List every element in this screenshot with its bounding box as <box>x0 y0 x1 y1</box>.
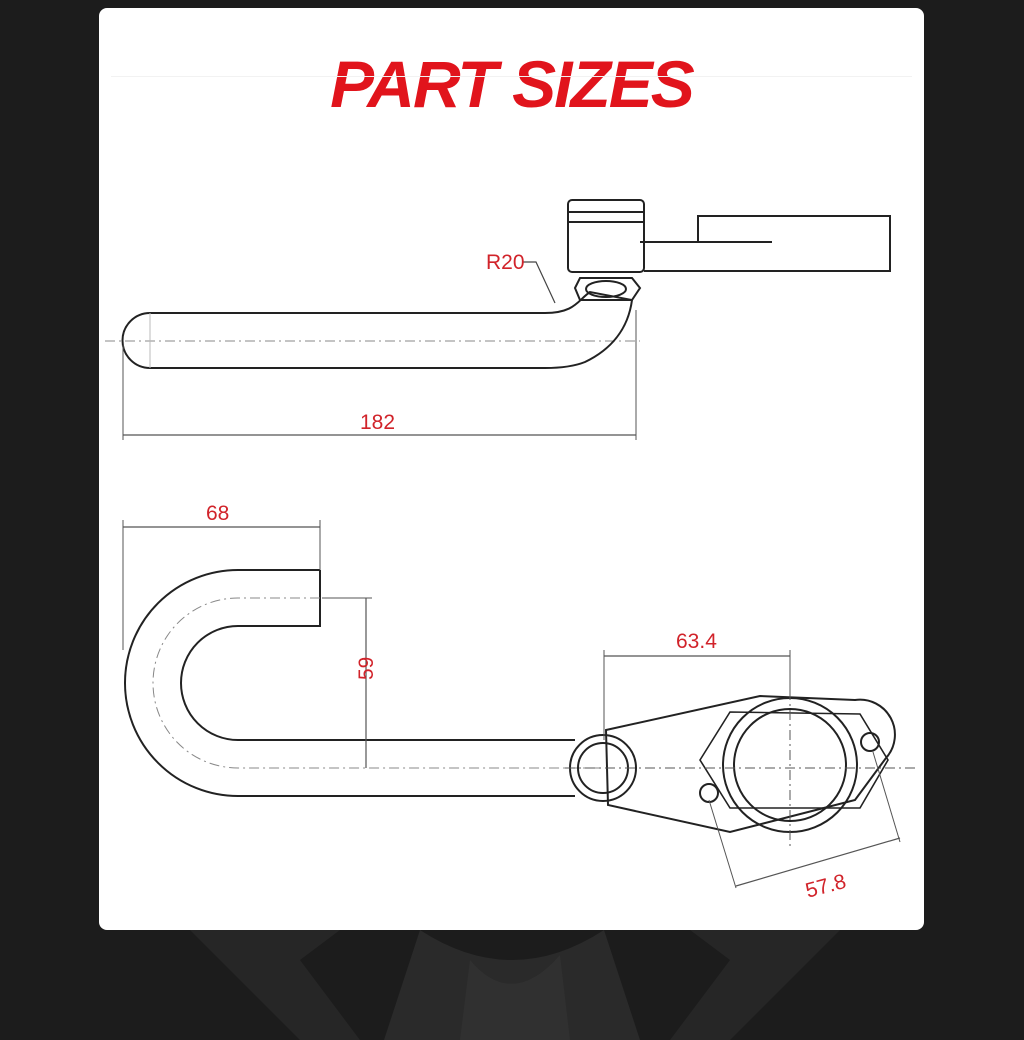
bolt-spacing-label: 57.8 <box>803 870 848 903</box>
length-label: 182 <box>360 411 395 434</box>
technical-drawing: R20 182 <box>105 199 918 903</box>
bolt-hole-left <box>699 783 719 803</box>
top-flange-fitting <box>567 199 645 273</box>
part-sizes-card: PART SIZES R20 <box>99 8 924 930</box>
height-label: 59 <box>355 657 378 680</box>
background-mascot-art <box>190 930 840 1040</box>
j-pipe-outline <box>124 569 575 797</box>
flange-plate <box>604 694 896 834</box>
bottom-view <box>122 520 918 889</box>
top-view <box>105 199 891 440</box>
main-bore-inner <box>733 708 847 822</box>
top-bracket-arm <box>640 215 891 272</box>
flange-span-label: 63.4 <box>676 630 717 653</box>
title-divider <box>111 76 912 77</box>
top-pipe-outline <box>121 290 634 369</box>
radius-label: R20 <box>486 251 525 274</box>
page-title: PART SIZES <box>330 47 695 121</box>
bolt-hole-right <box>860 732 880 752</box>
width-label: 68 <box>206 502 229 525</box>
top-collar <box>573 277 642 301</box>
